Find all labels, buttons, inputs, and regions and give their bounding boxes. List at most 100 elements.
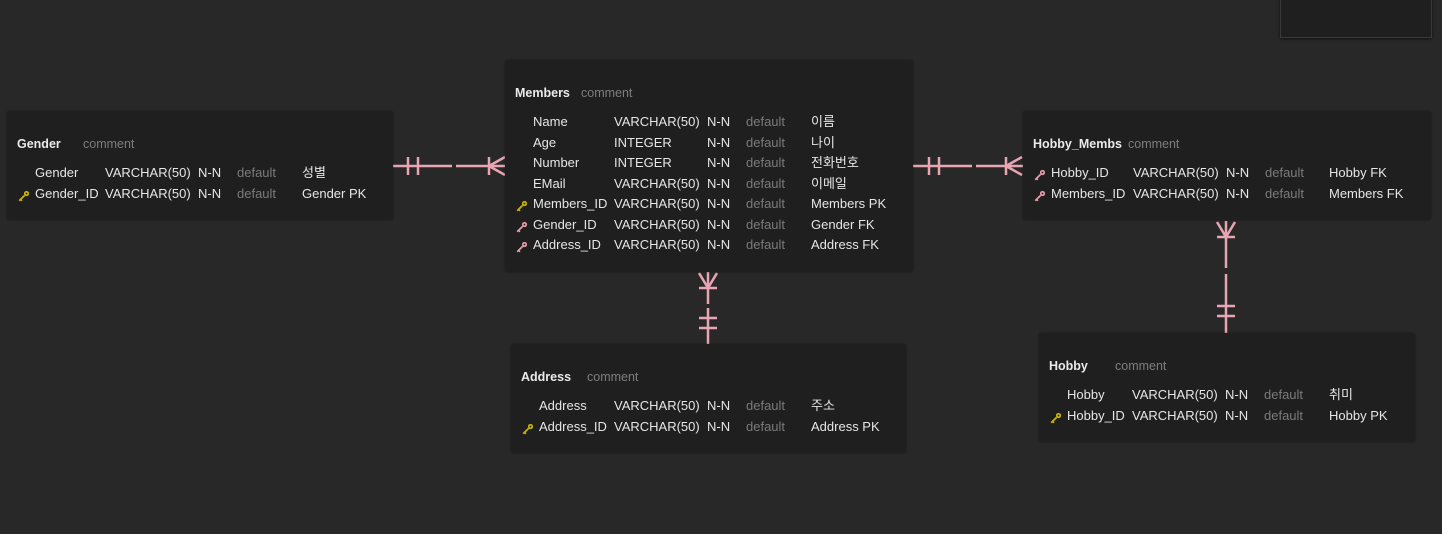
column-comment[interactable]: 주소 [811, 398, 835, 413]
column-name[interactable]: Hobby_ID [1051, 165, 1109, 180]
table-comment[interactable]: comment [587, 370, 639, 384]
column-row[interactable]: Name VARCHAR(50) N-N default 이름 [505, 112, 913, 132]
column-type[interactable]: VARCHAR(50) [614, 175, 700, 191]
column-default[interactable]: default [746, 196, 786, 211]
column-default[interactable]: default [746, 398, 786, 413]
column-nullable[interactable]: N-N [707, 196, 731, 211]
column-row[interactable]: Age INTEGER N-N default 나이 [505, 133, 913, 153]
column-type[interactable]: VARCHAR(50) [1132, 407, 1218, 423]
column-default[interactable]: default [237, 185, 277, 201]
column-nullable[interactable]: N-N [707, 134, 731, 150]
column-type[interactable]: VARCHAR(50) [105, 165, 191, 180]
table-hobby-membs[interactable]: Hobby_Membs comment Hobby_ID VARCHAR(50) N… [1023, 111, 1431, 220]
relation-address-members[interactable] [697, 272, 719, 344]
column-default[interactable]: default [1265, 185, 1305, 201]
column-type[interactable]: INTEGER [614, 134, 672, 150]
column-name[interactable]: Address [539, 398, 587, 413]
column-nullable[interactable]: N-N [198, 185, 222, 201]
column-nullable[interactable]: N-N [1226, 165, 1250, 180]
table-name[interactable]: Gender [17, 137, 61, 151]
column-default[interactable]: default [746, 134, 786, 150]
column-nullable[interactable]: N-N [707, 216, 731, 232]
column-comment[interactable]: Address PK [811, 418, 880, 434]
column-comment[interactable]: Members FK [1329, 185, 1404, 201]
column-comment[interactable]: 성별 [302, 165, 326, 180]
column-comment[interactable]: Gender FK [811, 216, 875, 232]
column-default[interactable]: default [1264, 407, 1304, 423]
column-name[interactable]: Name [533, 114, 568, 129]
column-name[interactable]: Hobby_ID [1067, 407, 1125, 423]
column-type[interactable]: VARCHAR(50) [1133, 185, 1219, 201]
column-default[interactable]: default [746, 114, 786, 129]
column-row[interactable]: Number INTEGER N-N default 전화번호 [505, 153, 913, 173]
table-name[interactable]: Address [521, 370, 572, 384]
column-type[interactable]: VARCHAR(50) [614, 114, 700, 129]
column-comment[interactable]: 나이 [811, 134, 835, 150]
column-comment[interactable]: Gender PK [302, 185, 367, 201]
column-type[interactable]: VARCHAR(50) [614, 196, 700, 211]
table-comment[interactable]: comment [1128, 137, 1180, 151]
column-name[interactable]: Number [533, 155, 580, 170]
column-comment[interactable]: 전화번호 [811, 155, 859, 170]
column-nullable[interactable]: N-N [707, 114, 731, 129]
relation-gender-members[interactable] [393, 155, 506, 177]
column-row[interactable]: Hobby_ID VARCHAR(50) N-N default Hobby FK [1023, 163, 1431, 183]
column-default[interactable]: default [746, 175, 786, 191]
column-default[interactable]: default [1265, 165, 1305, 180]
column-type[interactable]: VARCHAR(50) [1133, 165, 1219, 180]
column-nullable[interactable]: N-N [707, 237, 731, 252]
column-type[interactable]: VARCHAR(50) [105, 185, 191, 201]
column-nullable[interactable]: N-N [707, 175, 731, 191]
column-default[interactable]: default [746, 418, 786, 434]
column-name[interactable]: Age [533, 134, 557, 150]
column-nullable[interactable]: N-N [707, 418, 731, 434]
column-row[interactable]: Hobby_ID VARCHAR(50) N-N default Hobby PK [1039, 406, 1415, 426]
table-name[interactable]: Members [515, 86, 570, 100]
table-comment[interactable]: comment [581, 86, 633, 100]
column-nullable[interactable]: N-N [707, 155, 731, 170]
relation-members-hobby-membs[interactable] [913, 155, 1023, 177]
column-comment[interactable]: Hobby FK [1329, 165, 1387, 180]
column-type[interactable]: VARCHAR(50) [614, 237, 700, 252]
minimap[interactable] [1280, 0, 1432, 38]
column-default[interactable]: default [746, 216, 786, 232]
column-comment[interactable]: 이름 [811, 114, 835, 129]
column-row[interactable]: Gender_ID VARCHAR(50) N-N default Gender FK [505, 215, 913, 235]
column-default[interactable]: default [1264, 387, 1304, 402]
column-comment[interactable]: 취미 [1329, 387, 1353, 402]
column-default[interactable]: default [746, 155, 786, 170]
column-comment[interactable]: Address FK [811, 237, 879, 252]
column-row[interactable]: Gender_ID VARCHAR(50) N-N default Gender PK [7, 184, 393, 204]
column-name[interactable]: Gender_ID [533, 216, 597, 232]
column-type[interactable]: INTEGER [614, 155, 672, 170]
column-nullable[interactable]: N-N [198, 165, 222, 180]
column-name[interactable]: Hobby [1067, 387, 1105, 402]
column-type[interactable]: VARCHAR(50) [614, 216, 700, 232]
column-name[interactable]: Members_ID [1051, 185, 1126, 201]
table-comment[interactable]: comment [1115, 359, 1167, 373]
table-comment[interactable]: comment [83, 137, 135, 151]
column-comment[interactable]: Hobby PK [1329, 407, 1388, 423]
column-name[interactable]: Address_ID [533, 237, 601, 252]
column-default[interactable]: default [237, 165, 277, 180]
column-row[interactable]: Address_ID VARCHAR(50) N-N default Address F… [505, 235, 913, 255]
column-name[interactable]: Members_ID [533, 196, 608, 211]
column-default[interactable]: default [746, 237, 786, 252]
table-name[interactable]: Hobby_Membs [1033, 137, 1122, 151]
column-name[interactable]: Gender_ID [35, 185, 99, 201]
column-type[interactable]: VARCHAR(50) [1132, 387, 1218, 402]
column-name[interactable]: Address_ID [539, 418, 607, 434]
column-nullable[interactable]: N-N [1225, 407, 1249, 423]
table-name[interactable]: Hobby [1049, 359, 1088, 373]
column-type[interactable]: VARCHAR(50) [614, 398, 700, 413]
